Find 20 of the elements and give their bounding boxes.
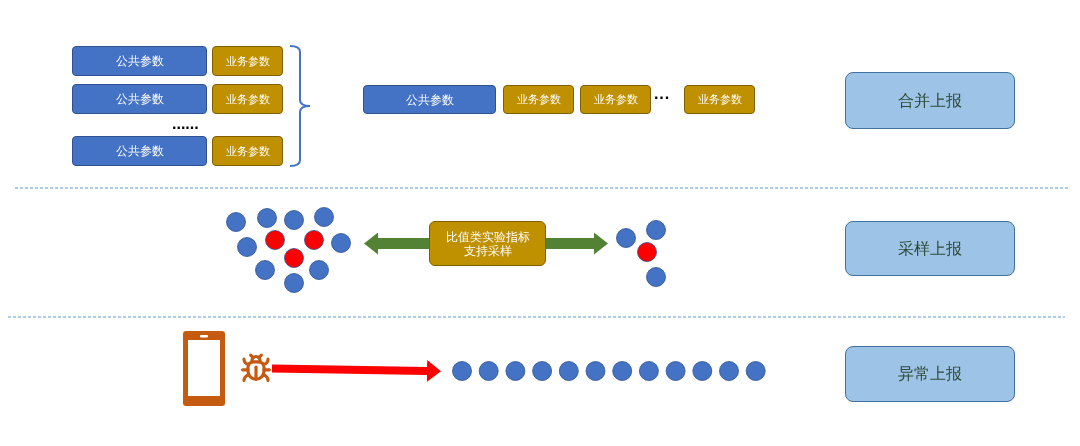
- parameter-box: 业务参数: [684, 85, 755, 114]
- phone-icon: [183, 331, 225, 406]
- parameter-box: 业务参数: [212, 46, 283, 76]
- report-box: 采样上报: [845, 221, 1015, 276]
- parameter-box: 公共参数: [72, 136, 207, 166]
- block-arrow: [364, 232, 429, 255]
- ellipsis: ......: [172, 116, 199, 132]
- ellipsis: ···: [654, 90, 670, 106]
- parameter-box: 业务参数: [503, 85, 574, 114]
- report-box: 合并上报: [845, 72, 1015, 129]
- block-arrow: [546, 232, 608, 255]
- parameter-box: 公共参数: [363, 85, 496, 114]
- parameter-box: 业务参数: [212, 136, 283, 166]
- sampling-box: 比值类实验指标支持采样: [429, 221, 546, 266]
- parameter-box: 公共参数: [72, 84, 207, 114]
- report-box: 异常上报: [845, 346, 1015, 402]
- parameter-box: 业务参数: [580, 85, 651, 114]
- parameter-box: 业务参数: [212, 84, 283, 114]
- parameter-box: 公共参数: [72, 46, 207, 76]
- block-arrow: [271, 360, 441, 382]
